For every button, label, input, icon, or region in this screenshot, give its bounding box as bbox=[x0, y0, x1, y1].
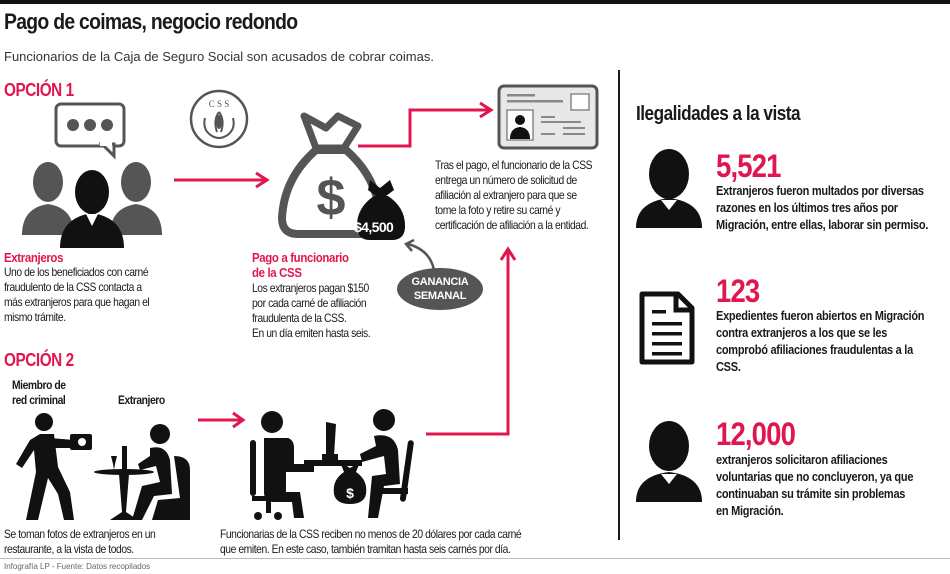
extranjeros-label: Extranjeros bbox=[4, 250, 64, 265]
stat-description: Expedientes fueron abiertos en Migración… bbox=[716, 308, 950, 376]
text-line: afiliación al extranjero para que se bbox=[435, 188, 577, 202]
person-icon bbox=[636, 149, 702, 228]
text-line: contra extranjeros a los que se les bbox=[716, 326, 888, 340]
text-line: tome la foto y retire su carné y bbox=[435, 203, 561, 217]
stat-value: 5,521 bbox=[716, 148, 781, 184]
text-line: que emiten. En este caso, también tramit… bbox=[220, 542, 511, 556]
column-divider bbox=[618, 70, 620, 540]
footer-rule bbox=[0, 558, 950, 559]
pago-label-line1: Pago a funcionario bbox=[252, 250, 349, 265]
text-line: más extranjeros para que hagan el bbox=[4, 295, 150, 309]
document-icon bbox=[639, 291, 695, 365]
id-card-icon bbox=[497, 84, 599, 150]
group-chat-icon bbox=[22, 102, 162, 248]
text-line: Los extranjeros pagan $150 bbox=[252, 281, 369, 295]
svg-text:C S S: C S S bbox=[209, 99, 230, 109]
text-line: mismo trámite. bbox=[4, 310, 66, 324]
sidebar-title: Ilegalidades a la vista bbox=[636, 103, 801, 125]
text-line: CSS. bbox=[716, 360, 741, 374]
stat-value: 123 bbox=[716, 273, 760, 309]
miembro-label-line1: Miembro de bbox=[12, 378, 66, 392]
text-line: Uno de los beneficiados con carné bbox=[4, 265, 149, 279]
text-line: Funcionarias de la CSS reciben no menos … bbox=[220, 527, 522, 541]
extranjeros-description: Uno de los beneficiados con carné fraudu… bbox=[4, 265, 173, 325]
text-line: certificación de afiliación a la entidad… bbox=[435, 218, 589, 232]
carne-description: Tras el pago, el funcionario de la CSS e… bbox=[435, 158, 618, 233]
elbow-arrow-icon bbox=[358, 101, 494, 148]
text-line: Se toman fotos de extranjeros en un bbox=[4, 527, 156, 541]
text-line: por cada carné de afiliación bbox=[252, 296, 367, 310]
small-money-bag-icon bbox=[356, 180, 406, 240]
text-line: voluntarias que no concluyeron, ya que bbox=[716, 470, 914, 484]
money-bag-icon: $ bbox=[278, 112, 384, 238]
stat-description: extranjeros solicitaron afiliaciones vol… bbox=[716, 452, 940, 520]
text-line: continuaban su trámite sin problemas bbox=[716, 487, 906, 501]
page-subtitle: Funcionarios de la Caja de Seguro Social… bbox=[4, 49, 434, 64]
badge-line: GANANCIA bbox=[411, 276, 469, 288]
footer-credit: Infografía LP - Fuente: Datos recopilado… bbox=[4, 562, 151, 571]
extranjero-label: Extranjero bbox=[118, 393, 165, 407]
text-line: Extranjeros fueron multados por diversas bbox=[716, 184, 924, 198]
office-bribe-scene-icon: $ bbox=[250, 409, 414, 520]
text-line: Tras el pago, el funcionario de la CSS bbox=[435, 158, 593, 172]
arrow-right-icon bbox=[174, 171, 270, 189]
css-logo-icon: C S S bbox=[189, 89, 249, 149]
text-line: En un día emiten hasta seis. bbox=[252, 326, 371, 340]
text-line: en Migración. bbox=[716, 504, 784, 518]
pago-description: Los extranjeros pagan $150 por cada carn… bbox=[252, 281, 389, 341]
person-icon bbox=[636, 421, 702, 502]
pago-label-line2: de la CSS bbox=[252, 265, 302, 280]
office-description: Funcionarias de la CSS reciben no menos … bbox=[220, 527, 570, 557]
text-line: comprobó afiliaciones fraudulentas a la bbox=[716, 343, 913, 357]
elbow-arrow-up-icon bbox=[426, 246, 517, 436]
option2-heading: OPCIÓN 2 bbox=[4, 350, 74, 370]
weekly-amount: $4,500 bbox=[354, 219, 394, 235]
stat-description: Extranjeros fueron multados por diversas… bbox=[716, 183, 950, 234]
text-line: Migración, entre ellas, laborar sin perm… bbox=[716, 218, 929, 232]
top-rule bbox=[0, 0, 950, 4]
svg-text:$: $ bbox=[346, 485, 354, 501]
curved-arrow-icon bbox=[404, 238, 436, 271]
restaurant-description: Se toman fotos de extranjeros en un rest… bbox=[4, 527, 180, 557]
text-line: fraudulenta de la CSS. bbox=[252, 311, 347, 325]
text-line: razones en los últimos tres años por bbox=[716, 201, 898, 215]
svg-text:$: $ bbox=[317, 169, 346, 227]
arrow-right-icon bbox=[198, 411, 246, 429]
text-line: extranjeros solicitaron afiliaciones bbox=[716, 453, 888, 467]
restaurant-photo-scene-icon bbox=[16, 413, 190, 520]
miembro-label-line2: red criminal bbox=[12, 393, 66, 407]
text-line: fraudulento de la CSS contacta a bbox=[4, 280, 142, 294]
text-line: entrega un número de solicitud de bbox=[435, 173, 577, 187]
text-line: Expedientes fueron abiertos en Migración bbox=[716, 309, 925, 323]
ganancia-semanal-badge: GANANCIA SEMANAL bbox=[397, 268, 483, 310]
stat-value: 12,000 bbox=[716, 416, 796, 452]
option1-heading: OPCIÓN 1 bbox=[4, 80, 74, 100]
badge-line: SEMANAL bbox=[413, 290, 467, 302]
text-line: restaurante, a la vista de todos. bbox=[4, 542, 134, 556]
page-title: Pago de coimas, negocio redondo bbox=[4, 9, 298, 34]
